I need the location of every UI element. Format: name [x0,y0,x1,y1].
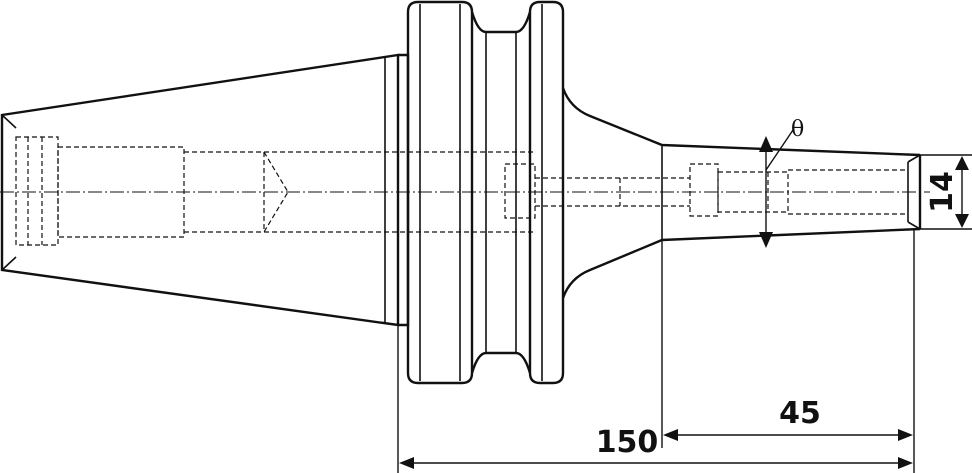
diameter-dimension [920,154,972,230]
angle-indicator [759,129,794,248]
overall-length-dimension [399,457,913,469]
gauge-length-label: 45 [779,396,821,431]
overall-length-label: 150 [596,425,659,460]
nose-body [561,87,922,299]
angle-symbol-label: θ [791,117,804,142]
extension-lines [397,229,915,473]
gauge-length-dimension [663,429,913,441]
taper-shank [0,53,400,327]
diameter-label: 14 [925,171,960,213]
